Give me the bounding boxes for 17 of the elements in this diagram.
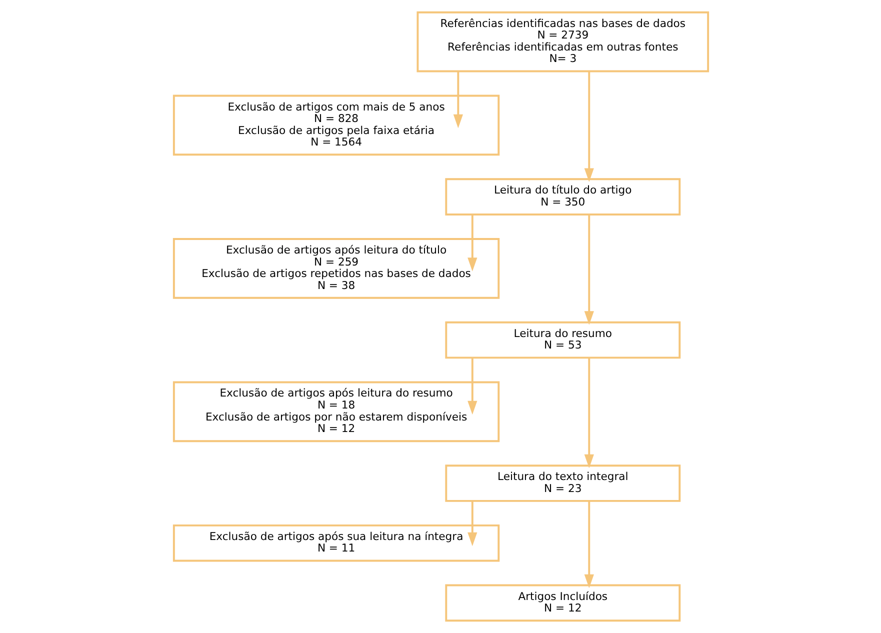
node-box: Leitura do texto integral N = 23 xyxy=(444,464,680,502)
node-box: Leitura do resumo N = 53 xyxy=(444,321,680,359)
arrow xyxy=(467,358,477,415)
node-box: Artigos Incluídos N = 12 xyxy=(444,584,680,622)
arrow xyxy=(452,71,462,128)
node-box: Exclusão de artigos após leitura do título N = 259 Exclusão de artigos repetidos nas bases de dados N = 38 xyxy=(172,238,500,299)
node-box: Leitura do título do artigo N = 350 xyxy=(444,178,680,216)
arrow xyxy=(584,71,594,182)
node-box: Exclusão de artigos com mais de 5 anos N = 828 Exclusão de artigos pela faixa etária N = 1564 xyxy=(172,94,500,156)
arrow xyxy=(467,500,477,546)
node-box: Exclusão de artigos após leitura do resumo N = 18 Exclusão de artigos por não estarem disponíveis N = 12 xyxy=(172,381,500,442)
node-box: Exclusão de artigos após sua leitura na íntegra N = 11 xyxy=(172,524,500,562)
node-box: Referências identificadas nas bases de dados N = 2739 Referências identificadas em outras fontes N= 3 xyxy=(416,11,709,72)
arrow xyxy=(584,500,594,588)
arrow xyxy=(584,358,594,468)
arrow xyxy=(467,214,477,272)
arrow xyxy=(584,214,594,325)
